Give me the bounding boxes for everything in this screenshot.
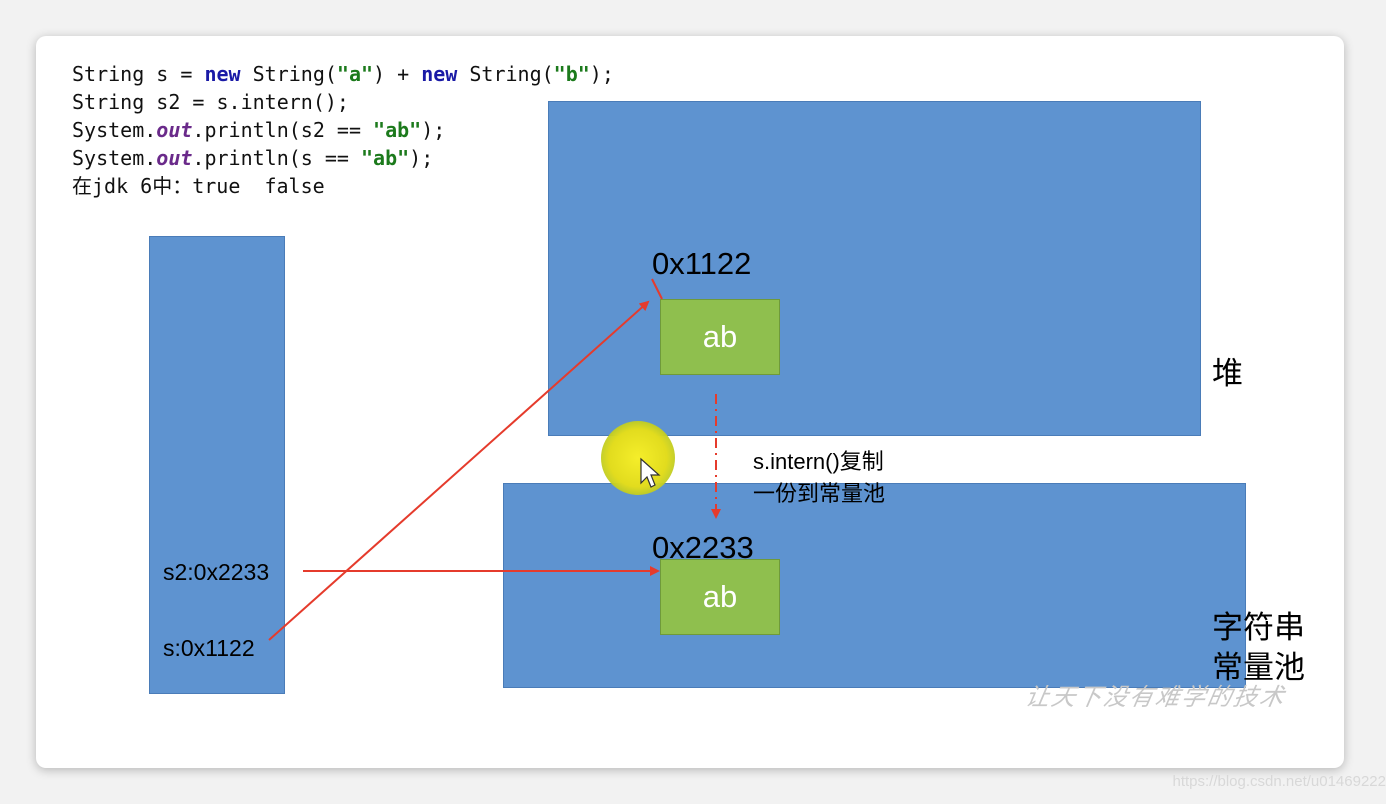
code-line-4: System.out.println(s == "ab");: [72, 144, 614, 172]
pool-label-line-2: 常量池: [1212, 650, 1305, 685]
pool-label-line-1: 字符串: [1212, 610, 1305, 645]
pool-address-label: 0x2233: [652, 530, 754, 565]
heap-box: [548, 101, 1201, 436]
code-field: out: [156, 118, 193, 142]
code-text: );: [421, 118, 446, 142]
code-string: "ab": [361, 146, 410, 170]
code-line-3: System.out.println(s2 == "ab");: [72, 116, 614, 144]
code-block: String s = new String("a") + new String(…: [72, 60, 614, 200]
watermark: 让天下没有难学的技术: [1023, 684, 1288, 711]
code-text: 在jdk 6中：true false: [72, 174, 325, 198]
intern-note-line-2: 一份到常量池: [753, 481, 886, 506]
code-text: System.: [72, 118, 157, 142]
intern-note-line-1: s.intern()复制: [753, 449, 884, 474]
slide: String s = new String("a") + new String(…: [36, 36, 1344, 768]
heap-label: 堆: [1212, 356, 1243, 391]
pool-string-object: ab: [660, 559, 780, 635]
code-text: String s2 = s.intern();: [72, 90, 349, 114]
code-text: ) +: [373, 62, 422, 86]
code-text: );: [589, 62, 614, 86]
code-text: String(: [240, 62, 337, 86]
code-text: String(: [457, 62, 554, 86]
string-pool-box: [503, 483, 1246, 688]
source-url: https://blog.csdn.net/u01469222: [1172, 773, 1386, 790]
arrows-layer: [268, 278, 721, 641]
code-line-2: String s2 = s.intern();: [72, 88, 614, 116]
code-keyword: new: [204, 62, 241, 86]
code-text: .println(s ==: [192, 146, 361, 170]
address-tick: [651, 278, 663, 300]
code-string: "ab": [373, 118, 422, 142]
stack-var-s2: s2:0x2233: [163, 559, 270, 585]
heap-string-object: ab: [660, 299, 780, 375]
cursor-highlight: [601, 421, 675, 495]
code-keyword: new: [421, 62, 458, 86]
code-text: String s =: [72, 62, 205, 86]
code-text: System.: [72, 146, 157, 170]
code-text: .println(s2 ==: [192, 118, 374, 142]
code-string: "a": [336, 62, 374, 86]
pointer-arrow-s: [268, 300, 650, 641]
heap-address-label: 0x1122: [652, 246, 752, 281]
code-text: );: [409, 146, 434, 170]
mouse-pointer-icon: [640, 457, 661, 488]
code-line-1: String s = new String("a") + new String(…: [72, 60, 614, 88]
code-field: out: [156, 146, 193, 170]
code-line-5: 在jdk 6中：true false: [72, 172, 614, 200]
code-string: "b": [553, 62, 590, 86]
stack-box: [149, 236, 285, 694]
stack-var-s: s:0x1122: [163, 635, 255, 661]
